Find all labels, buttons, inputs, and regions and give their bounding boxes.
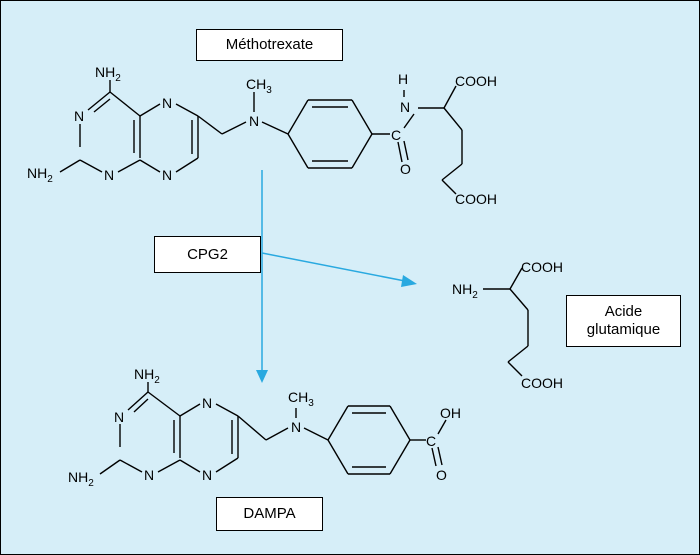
dampa-oh: OH (440, 405, 461, 421)
dampa-label: DAMPA (216, 497, 323, 531)
mtx-n-amide: N (400, 99, 410, 115)
dampa-n5: N (202, 395, 212, 411)
dampa-structure (99, 382, 447, 475)
dampa-n3: N (144, 467, 154, 483)
mtx-o: O (400, 161, 411, 177)
mtx-n8: N (162, 167, 172, 183)
glu-cooh-top: COOH (521, 259, 563, 275)
methotrexate-label: Méthotrexate (196, 29, 343, 61)
mtx-n1: N (74, 108, 84, 124)
mtx-c-carbonyl: C (391, 127, 401, 143)
mtx-cooh-2: COOH (455, 191, 497, 207)
arrowhead-down (256, 370, 268, 383)
mtx-h: H (398, 71, 408, 87)
mtx-n5: N (162, 95, 172, 111)
dampa-n8: N (202, 467, 212, 483)
dampa-c-carboxyl: C (426, 433, 436, 449)
mtx-n3: N (104, 167, 114, 183)
glu-cooh-bottom: COOH (521, 375, 563, 391)
mtx-nh2-left: NH2 (27, 165, 53, 185)
dampa-n1: N (114, 409, 124, 425)
dampa-n-methyl: N (291, 419, 301, 435)
arrowhead-right (401, 275, 417, 287)
mtx-cooh-1: COOH (455, 73, 497, 89)
glutamic-acid-label-line2: glutamique (586, 321, 661, 338)
dampa-ch3: CH3 (288, 389, 314, 409)
glutamic-acid-label-line1: Acide (604, 303, 643, 320)
mtx-nh2-top: NH2 (95, 64, 121, 84)
cpg2-label: CPG2 (154, 236, 261, 273)
methotrexate-structure (59, 80, 463, 195)
mtx-n-methyl: N (249, 113, 259, 129)
glutamic-acid-structure (483, 267, 529, 377)
glu-nh2: NH2 (452, 281, 478, 301)
glutamic-acid-label: Acide glutamique (566, 295, 681, 347)
dampa-nh2-top: NH2 (134, 366, 160, 386)
dampa-o: O (436, 467, 447, 483)
dampa-nh2-left: NH2 (68, 469, 94, 489)
mtx-ch3: CH3 (246, 76, 272, 96)
reaction-arrows (256, 170, 417, 383)
